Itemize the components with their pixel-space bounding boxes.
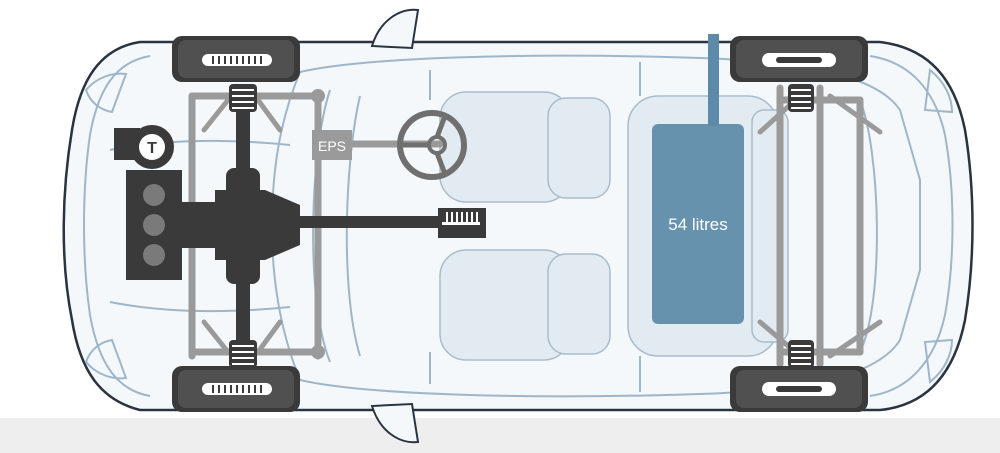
spring-icon xyxy=(229,340,257,368)
spring-icon xyxy=(788,340,814,368)
spring-icon xyxy=(788,84,814,112)
gearbox-icon xyxy=(438,208,486,238)
fuel-tank-label: 54 litres xyxy=(668,215,728,234)
spring-icon xyxy=(229,84,257,112)
fuel-tank xyxy=(652,124,744,324)
steering-wheel-icon xyxy=(397,110,467,180)
turbo-label: T xyxy=(147,140,157,157)
front-seat-left-back xyxy=(547,97,611,199)
mirror-right xyxy=(370,402,420,444)
wheel-icon xyxy=(172,36,300,82)
engine-block-icon xyxy=(126,170,182,280)
front-struts xyxy=(201,97,283,355)
turbocharger-icon: T xyxy=(114,125,174,169)
wheel-icon xyxy=(730,36,868,82)
front-seat-right-back xyxy=(547,253,611,355)
wheel-icon xyxy=(730,366,868,412)
ground-shadow xyxy=(0,418,1000,453)
frame-joints xyxy=(311,89,325,359)
fuel-filler-pipe xyxy=(708,34,719,126)
eps-label: EPS xyxy=(318,138,346,154)
eps-unit xyxy=(312,130,352,160)
mirror-left xyxy=(370,8,420,50)
drivetrain xyxy=(180,90,440,364)
wheel-icon xyxy=(172,366,300,412)
